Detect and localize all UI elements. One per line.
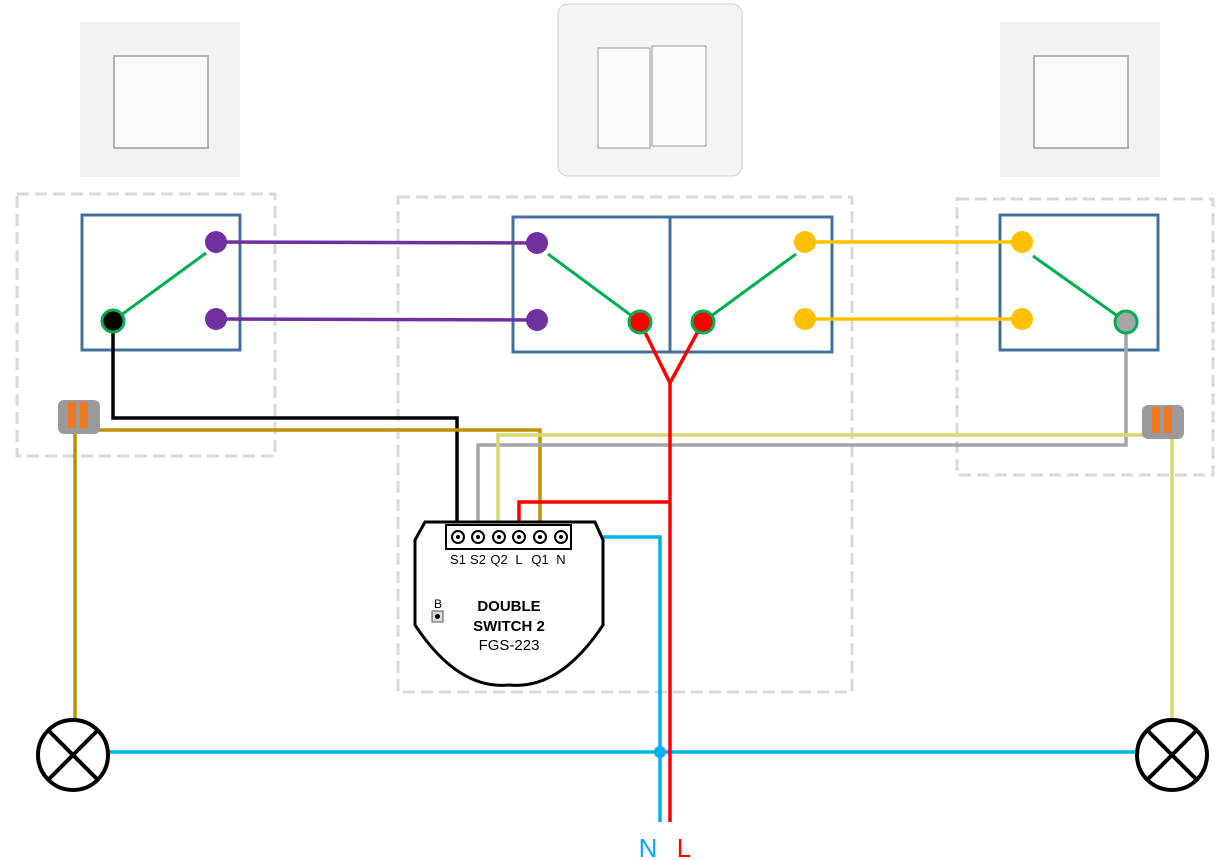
terminal-dot xyxy=(794,308,816,330)
double-switch-plate xyxy=(557,3,743,177)
lever-right xyxy=(1032,254,1127,324)
terminal-label-s2: S2 xyxy=(470,552,486,567)
terminal-dot xyxy=(526,232,548,254)
terminal-dot xyxy=(1011,308,1033,330)
single-switch-plate-left xyxy=(80,22,240,177)
terminal-screw-center xyxy=(476,535,480,539)
terminal-dot xyxy=(205,231,227,253)
single-switch-plate-right xyxy=(1000,22,1160,177)
terminal-label-n: N xyxy=(556,552,565,567)
lever-left xyxy=(112,251,207,323)
terminal-dot xyxy=(526,309,548,331)
terminal-label-q1: Q1 xyxy=(531,552,548,567)
s2-wire xyxy=(476,322,1128,537)
switch-box-middle-2 xyxy=(668,215,834,354)
terminal-dot xyxy=(205,308,227,330)
terminal-screw-center xyxy=(517,535,521,539)
terminal-screw-center xyxy=(559,535,563,539)
traveler-wire-purple-bottom xyxy=(215,317,538,322)
terminal-label-l: L xyxy=(515,552,522,567)
module-title-2: SWITCH 2 xyxy=(473,618,545,635)
fibaro-module: S1 S2 Q2 L Q1 N B DOUBLE SWITCH 2 FGS-223 xyxy=(413,520,605,687)
neutral-label: N xyxy=(639,833,658,860)
terminal-screw-center xyxy=(497,535,501,539)
lamp-left xyxy=(36,718,110,792)
terminal-screw-center xyxy=(538,535,542,539)
terminal-screw-center xyxy=(456,535,460,539)
enclosure-left xyxy=(15,192,277,458)
lever-middle-1 xyxy=(547,252,641,324)
button-label: B xyxy=(434,597,442,611)
wago-connector-left xyxy=(58,400,100,434)
terminal-dot xyxy=(794,231,816,253)
wago-connector-right xyxy=(1142,405,1184,439)
switch-box-left xyxy=(80,213,242,352)
switch-box-right xyxy=(998,213,1160,352)
enclosure-right xyxy=(955,197,1215,477)
terminal-label-q2: Q2 xyxy=(490,552,507,567)
terminal-label-s1: S1 xyxy=(450,552,466,567)
module-model: FGS-223 xyxy=(479,637,540,654)
module-title-1: DOUBLE xyxy=(477,598,540,615)
terminal-dot xyxy=(1011,231,1033,253)
s1-wire xyxy=(111,321,459,537)
neutral-junction xyxy=(654,746,666,758)
live-label: L xyxy=(677,833,691,860)
common-terminal-middle-1 xyxy=(627,309,653,335)
live-split xyxy=(638,321,705,387)
common-terminal-left xyxy=(100,308,126,334)
traveler-wire-purple-top xyxy=(215,240,538,245)
q2-wire xyxy=(496,433,1148,537)
enclosure-middle xyxy=(396,195,854,694)
common-terminal-right xyxy=(1113,309,1139,335)
lever-middle-2 xyxy=(702,252,797,324)
lamp-right xyxy=(1135,718,1209,792)
common-terminal-middle-2 xyxy=(690,309,716,335)
